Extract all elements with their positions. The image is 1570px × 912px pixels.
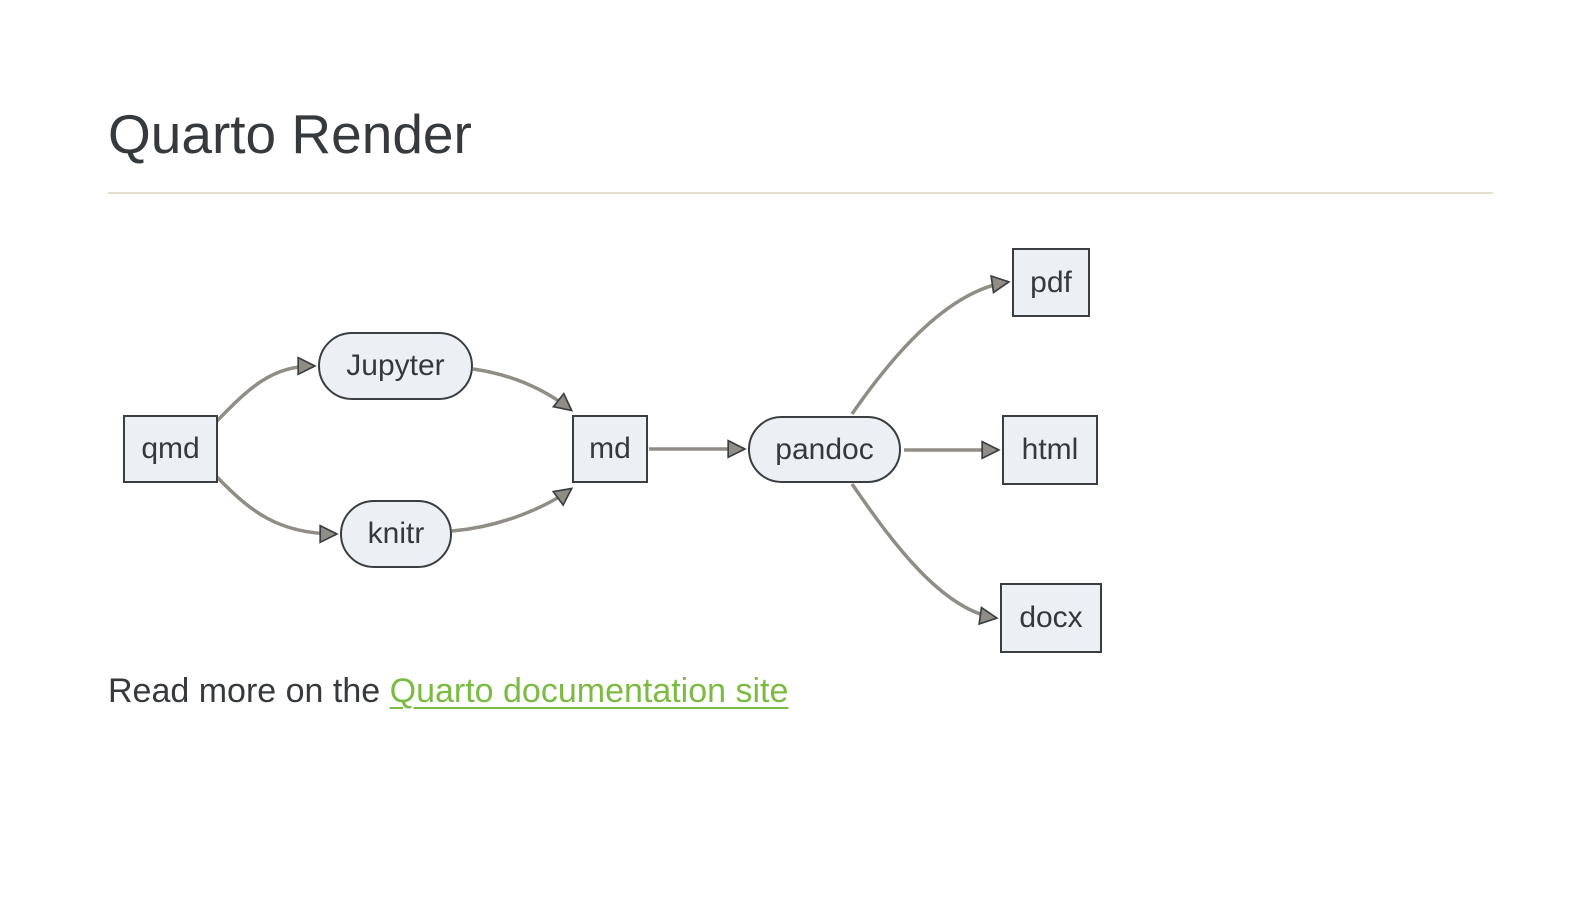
edge-knitr-md (451, 489, 571, 533)
title-divider (108, 192, 1493, 194)
node-pandoc: pandoc (748, 416, 901, 483)
node-knitr-label: knitr (367, 517, 425, 550)
node-pdf: pdf (1012, 248, 1090, 317)
node-qmd: qmd (123, 415, 218, 483)
node-md: md (572, 415, 648, 483)
node-html: html (1002, 415, 1098, 485)
node-md-label: md (589, 432, 631, 465)
node-docx: docx (1000, 583, 1102, 653)
edge-qmd-jupyter (215, 366, 314, 423)
node-knitr: knitr (340, 500, 452, 568)
quarto-docs-link[interactable]: Quarto documentation site (389, 672, 789, 710)
node-jupyter: Jupyter (318, 332, 473, 400)
read-more-text: Read more on the (108, 672, 390, 710)
edge-pandoc-pdf (850, 282, 1008, 415)
node-jupyter-label: Jupyter (346, 349, 445, 382)
node-pandoc-label: pandoc (775, 432, 874, 466)
edge-jupyter-md (472, 367, 571, 410)
node-html-label: html (1021, 433, 1079, 466)
edge-qmd-knitr (215, 475, 336, 534)
edge-pandoc-docx (850, 483, 996, 618)
node-qmd-label: qmd (141, 432, 200, 465)
page-title: Quarto Render (108, 103, 472, 165)
read-more-paragraph: Read more on the Quarto documentation si… (108, 672, 788, 711)
node-docx-label: docx (1019, 601, 1083, 634)
node-pdf-label: pdf (1030, 265, 1072, 299)
